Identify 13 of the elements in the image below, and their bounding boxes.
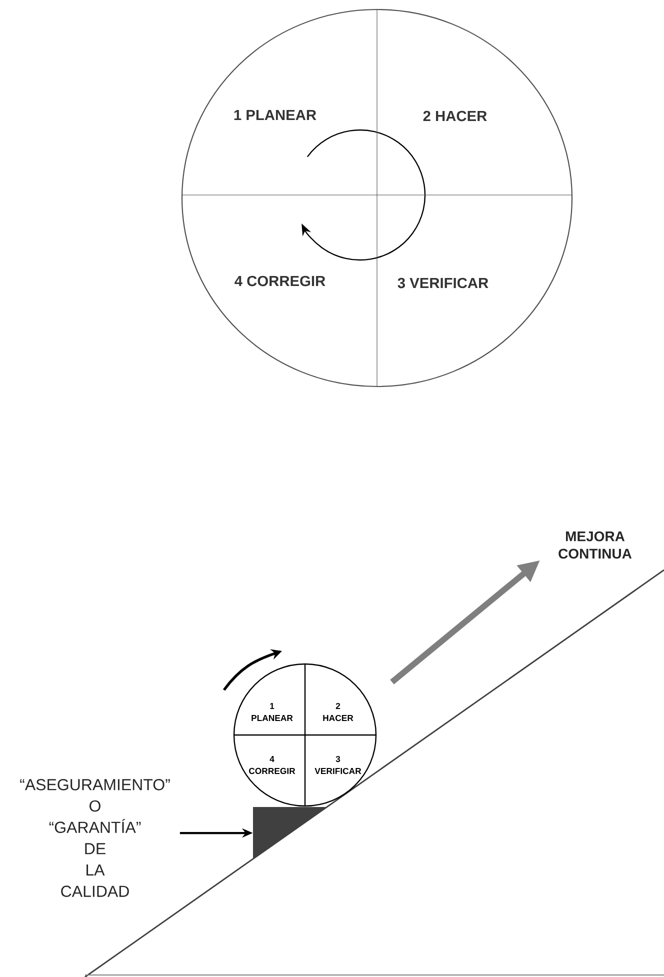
quadrant-label: 1 PLANEAR bbox=[234, 110, 316, 120]
quadrant-label: 1 PLANEAR bbox=[252, 703, 293, 721]
rolling-circle bbox=[233, 663, 377, 807]
quadrant-label: 2 HACER bbox=[423, 110, 487, 122]
cycle-circle bbox=[181, 8, 573, 388]
quadrant-label: 4 CORREGIR bbox=[234, 276, 326, 286]
quadrant-label: 3 VERIFICAR bbox=[314, 756, 362, 774]
quadrant-label: 4 CORREGIR bbox=[249, 756, 296, 774]
quadrant-label: 3 VERIFICAR bbox=[398, 278, 488, 288]
quadrant-label: 2 HACER bbox=[323, 702, 354, 722]
goal-label: MEJORA CONTINUA bbox=[558, 531, 632, 559]
note-text: “ASEGURAMIENTO” O “GARANTÍA” DE LA CALIDAD bbox=[20, 779, 170, 897]
wedge-block bbox=[253, 807, 327, 859]
